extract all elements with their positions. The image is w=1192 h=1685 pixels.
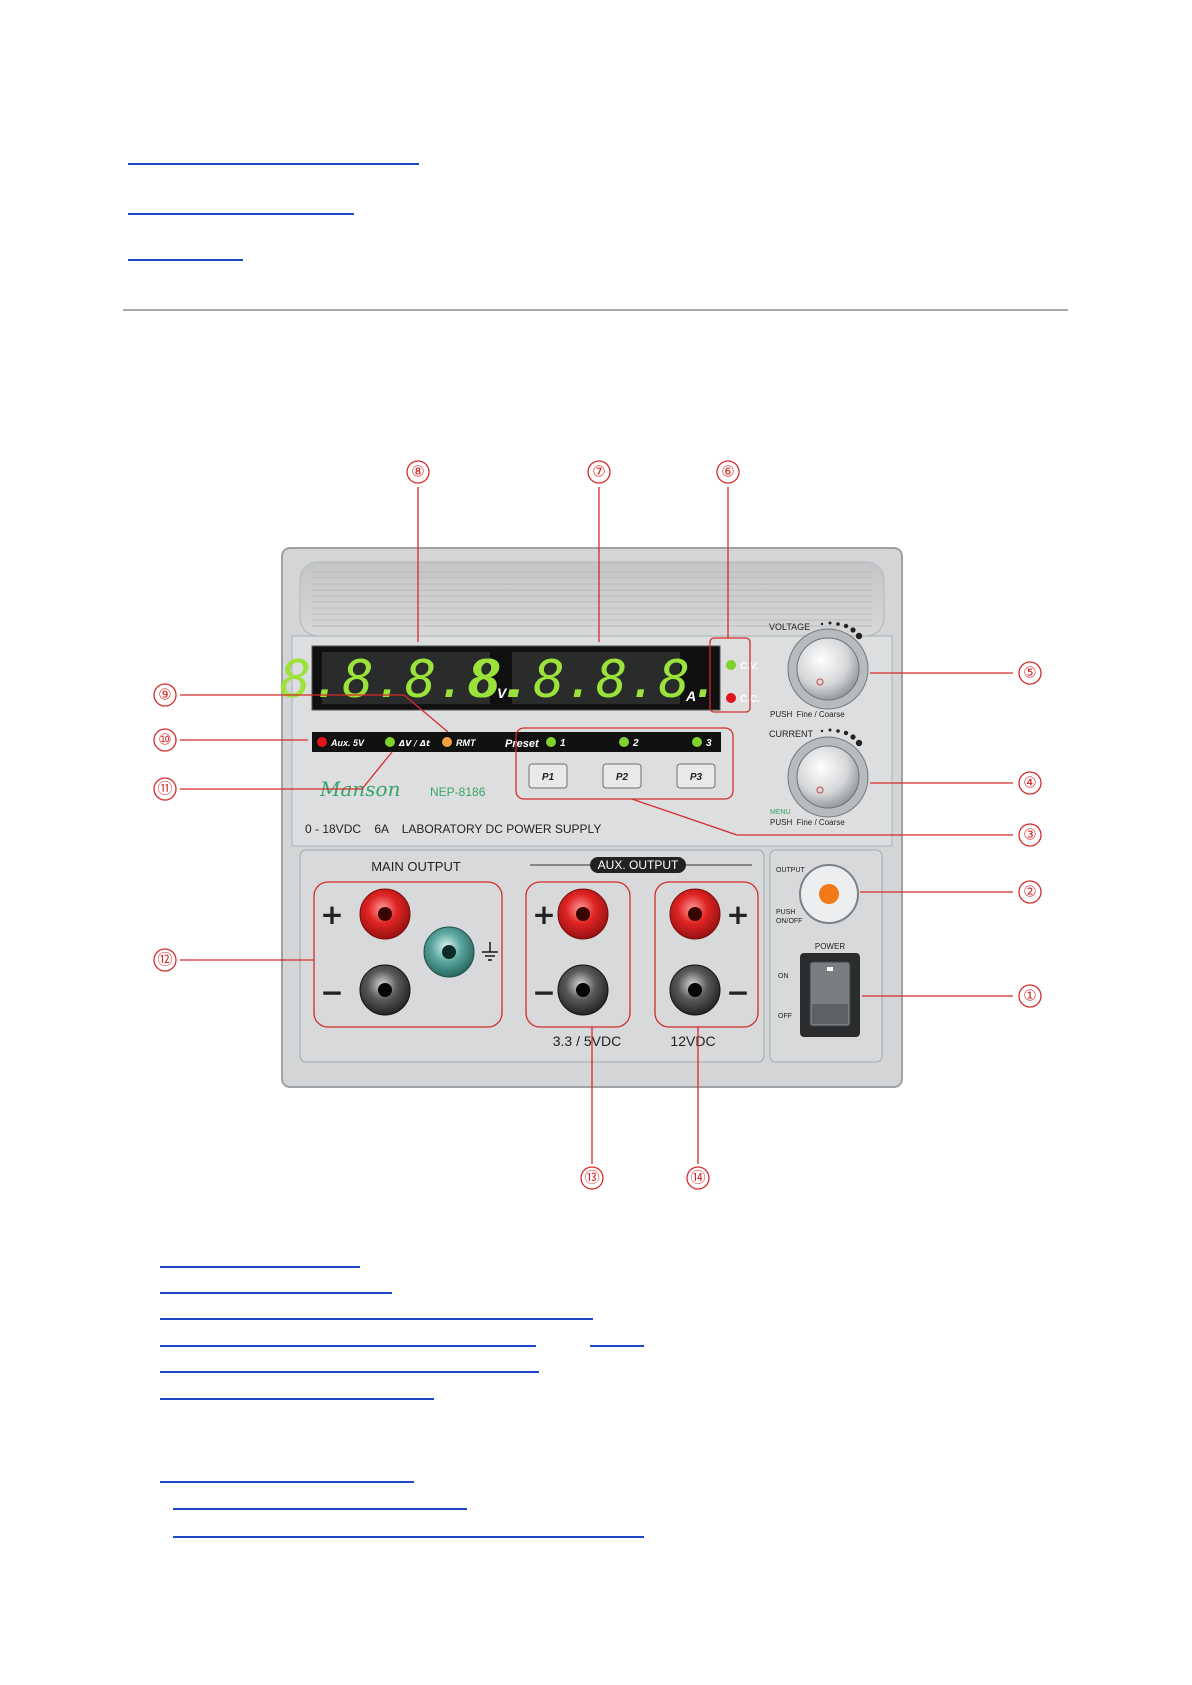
bottom-link-3[interactable]	[160, 1318, 593, 1320]
preset-3-label: 3	[706, 738, 712, 749]
voltage-display: 8.8.8.8.	[280, 650, 530, 710]
bottom-link-8[interactable]	[160, 1481, 414, 1483]
callout-8: ⑧	[411, 464, 424, 481]
rmt-label: RMT	[456, 738, 477, 748]
output-button[interactable]	[819, 884, 839, 904]
svg-text:P1: P1	[542, 772, 555, 783]
horizontal-rule	[123, 309, 1068, 311]
cc-led	[726, 693, 736, 703]
callout-box-12	[313, 881, 503, 1028]
ground-icon	[482, 942, 498, 961]
svg-text:+: +	[532, 898, 555, 931]
callout-box-14	[654, 881, 759, 1028]
preset-label: Preset	[505, 738, 540, 750]
callout-3: ③	[1023, 827, 1036, 844]
callout-box-13	[525, 881, 631, 1028]
preset-button-p1[interactable]: P1	[528, 763, 568, 789]
callout-14: ⑭	[690, 1170, 705, 1187]
voltage-unit: V	[497, 685, 508, 701]
bottom-link-5[interactable]	[590, 1345, 644, 1347]
current-knob-label: CURRENT	[769, 729, 814, 739]
bottom-link-4[interactable]	[160, 1345, 536, 1347]
aux5v-label: Aux. 5V	[330, 738, 365, 748]
model-label: NEP-8186	[430, 785, 486, 799]
dv-led	[385, 737, 395, 747]
callout-12: ⑫	[157, 952, 172, 969]
preset-1-led	[546, 737, 556, 747]
svg-text:−: −	[726, 976, 749, 1009]
output-onoff: ON/OFF	[776, 918, 802, 925]
cv-led	[726, 660, 736, 670]
voltage-knob-push: PUSH Fine / Coarse	[770, 710, 845, 719]
bottom-link-9[interactable]	[173, 1508, 467, 1510]
bottom-link-6[interactable]	[160, 1371, 539, 1373]
current-knob[interactable]	[796, 745, 860, 809]
callout-9: ⑨	[158, 687, 171, 704]
aux-output-title: AUX. OUTPUT	[598, 858, 679, 872]
callout-4: ④	[1023, 775, 1036, 792]
svg-text:−: −	[532, 976, 555, 1009]
power-off-label: OFF	[778, 1013, 792, 1020]
svg-text:+: +	[726, 898, 749, 931]
callout-13: ⑬	[584, 1170, 599, 1187]
voltage-knob[interactable]	[796, 637, 860, 701]
top-link-1[interactable]	[128, 163, 419, 165]
svg-text:+: +	[320, 898, 343, 931]
callout-5: ⑤	[1023, 665, 1036, 682]
top-link-3[interactable]	[128, 259, 243, 261]
callout-1: ①	[1023, 988, 1036, 1005]
dv-label: ΔV / Δt	[398, 739, 431, 748]
callout-box-3	[515, 727, 734, 800]
preset-2-label: 2	[632, 738, 639, 749]
output-label: OUTPUT	[776, 867, 806, 874]
power-label: POWER	[815, 942, 845, 951]
svg-text:P2: P2	[616, 772, 629, 783]
output-push: PUSH	[776, 909, 795, 916]
top-link-2[interactable]	[128, 213, 354, 215]
svg-text:−: −	[320, 976, 343, 1009]
bottom-link-1[interactable]	[160, 1266, 360, 1268]
svg-text:P3: P3	[690, 772, 703, 783]
aux-left-label: 3.3 / 5VDC	[553, 1033, 621, 1049]
bottom-link-2[interactable]	[160, 1292, 392, 1294]
callout-10: ⑩	[158, 732, 171, 749]
callout-6: ⑥	[721, 464, 734, 481]
callout-11: ⑪	[157, 781, 172, 798]
current-knob-menu: MENU	[770, 809, 791, 816]
current-unit: A	[685, 688, 696, 704]
callout-2: ②	[1023, 884, 1036, 901]
preset-1-label: 1	[560, 738, 566, 749]
preset-3-led	[692, 737, 702, 747]
preset-button-p2[interactable]: P2	[602, 763, 642, 789]
bottom-link-10[interactable]	[173, 1536, 644, 1538]
preset-button-p3[interactable]: P3	[676, 763, 716, 789]
spec-line: 0 - 18VDC 6A LABORATORY DC POWER SUPPLY	[305, 822, 601, 836]
voltage-knob-label: VOLTAGE	[769, 622, 810, 632]
power-on-label: ON	[778, 973, 789, 980]
current-display: 8.8.8.8.	[471, 650, 721, 710]
callout-box-6	[709, 637, 751, 713]
preset-2-led	[619, 737, 629, 747]
bottom-link-7[interactable]	[160, 1398, 434, 1400]
rmt-led	[442, 737, 452, 747]
aux-right-label: 12VDC	[670, 1033, 715, 1049]
callout-7: ⑦	[592, 464, 605, 481]
aux5v-led	[317, 737, 327, 747]
current-knob-push: PUSH Fine / Coarse	[770, 818, 845, 827]
main-output-title: MAIN OUTPUT	[371, 859, 461, 874]
